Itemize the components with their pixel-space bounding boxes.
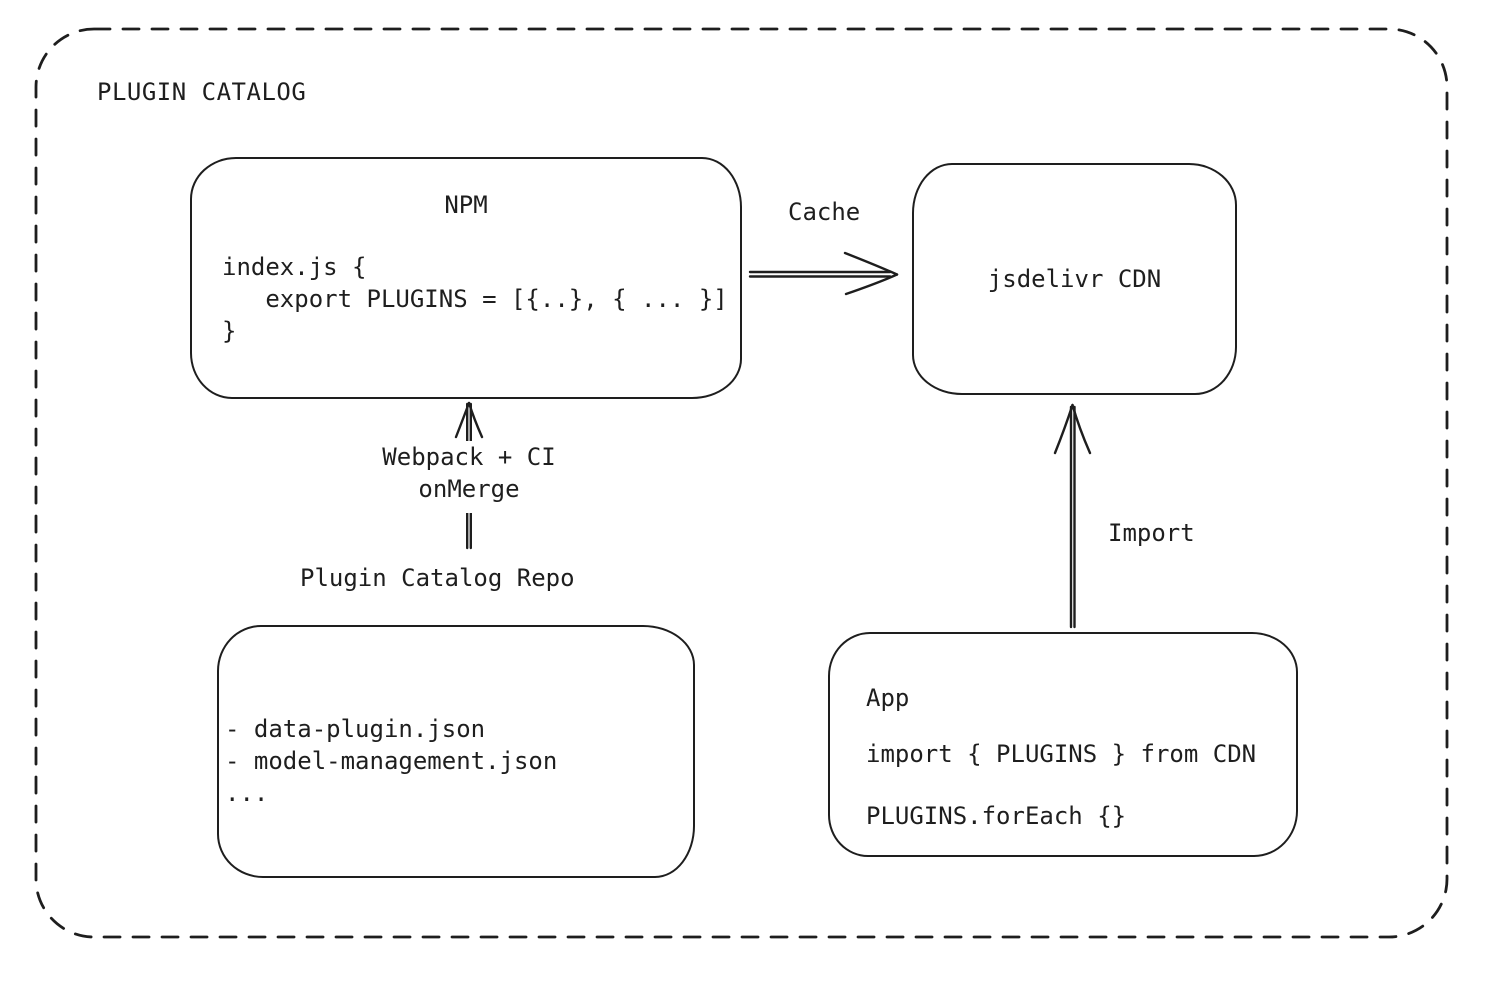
npm-code-line: } xyxy=(222,317,237,345)
npm-title: NPM xyxy=(444,191,488,219)
repo-file-item: ... xyxy=(225,779,269,807)
cdn-label: jsdelivr CDN xyxy=(987,265,1162,293)
app-code-line: PLUGINS.forEach {} xyxy=(866,802,1127,830)
repo-file-item: - data-plugin.json xyxy=(225,715,486,743)
node-jsdelivr-cdn: jsdelivr CDN xyxy=(912,163,1237,395)
cache-arrow-label: Cache xyxy=(788,198,861,226)
npm-code-block: index.js { export PLUGINS = [{..}, { ...… xyxy=(222,251,728,347)
app-code-line: import { PLUGINS } from CDN xyxy=(866,740,1257,768)
repo-file-item: - model-management.json xyxy=(225,747,558,775)
npm-code-line: index.js { xyxy=(222,253,367,281)
import-arrow xyxy=(1053,403,1092,629)
node-npm: NPM index.js { export PLUGINS = [{..}, {… xyxy=(190,157,742,399)
app-title: App xyxy=(866,684,910,712)
npm-code-line: export PLUGINS = [{..}, { ... }] xyxy=(222,285,728,313)
import-arrow-label: Import xyxy=(1108,519,1195,547)
node-app: App import { PLUGINS } from CDN PLUGINS.… xyxy=(828,632,1298,857)
cache-arrow xyxy=(748,251,899,296)
catalog-boundary xyxy=(34,27,1449,939)
webpack-arrow-label-line2: onMerge xyxy=(418,475,520,503)
repo-file-list: - data-plugin.json - model-management.js… xyxy=(225,713,557,809)
catalog-title: PLUGIN CATALOG xyxy=(97,78,307,106)
node-plugin-catalog-repo: - data-plugin.json - model-management.js… xyxy=(217,625,695,878)
repo-label: Plugin Catalog Repo xyxy=(300,564,575,592)
webpack-arrow-label-line1: Webpack + CI xyxy=(382,443,556,471)
webpack-arrow-label: Webpack + CI onMerge xyxy=(368,441,570,513)
